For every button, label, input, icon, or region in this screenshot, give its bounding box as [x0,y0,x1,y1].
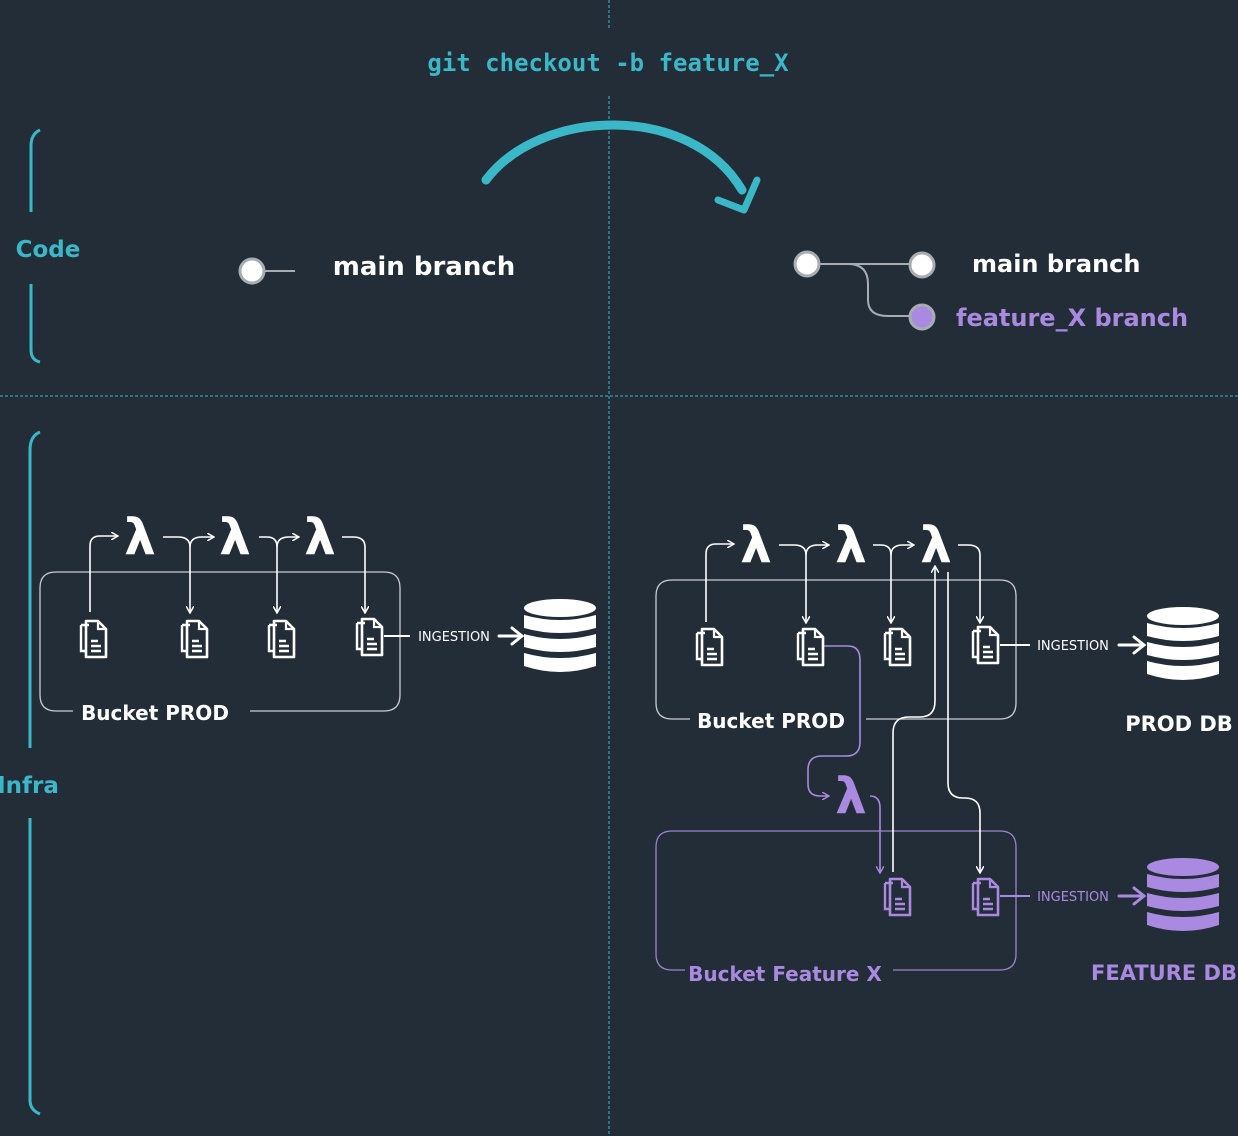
ingestion-label: INGESTION [1037,639,1109,654]
bucket-feature-border [655,830,1017,971]
database-icon [1147,858,1219,931]
database-icon [1147,607,1219,680]
lambda-icon: λ [219,508,251,566]
feature-file-stack-icon [883,877,912,917]
code-bracket [29,128,41,364]
database-icon [524,599,596,672]
file-stack-icon [267,619,296,659]
bucket-prod-border [655,579,1017,720]
file-stack-icon [79,619,108,659]
feature-branch-label: feature_X branch [956,304,1188,332]
ingestion-label: INGESTION [1037,890,1109,905]
commit-node [793,250,821,278]
infra-bracket [28,430,41,1116]
bucket-feature-label: Bucket Feature X [688,962,882,986]
ingestion-label: INGESTION [418,630,490,645]
main-branch-node [908,251,936,279]
lambda-icon: λ [835,516,867,574]
file-stack-icon [180,619,209,659]
file-stack-icon [796,627,825,667]
lambda-icon: λ [124,508,156,566]
lambda-icon: λ [920,516,952,574]
feature-lambda-icon: λ [835,767,867,825]
code-label: Code [16,237,81,263]
commit-node [238,257,266,285]
main-branch-label: main branch [333,252,516,282]
bucket-prod-label: Bucket PROD [81,701,229,725]
lambda-icon: λ [304,508,336,566]
ingestion-arrow [497,626,525,646]
ingestion-arrow [1117,886,1147,906]
lambda-icon: λ [740,516,772,574]
file-stack-icon [695,627,724,667]
right-main-branch-label: main branch [972,250,1140,278]
git-command: git checkout -b feature_X [427,49,789,77]
left-infra: Bucket PROD λ λ λ INGESTION [39,508,596,725]
file-stack-icon [355,617,384,657]
prod-db-label: PROD DB [1125,712,1233,736]
curved-arrow-icon [481,120,761,214]
file-stack-icon [883,627,912,667]
infra-label: Infra [0,773,59,799]
feature-db-label: FEATURE DB [1091,961,1237,985]
feature-branch-node [908,303,936,331]
bucket-prod-label: Bucket PROD [697,709,845,733]
ingestion-arrow [1117,635,1147,655]
file-stack-icon [971,625,1000,665]
feature-file-stack-icon [971,877,1000,917]
right-infra: Bucket PROD Bucket Feature X λ λ λ λ [655,516,1237,986]
bucket-prod-border [39,571,401,712]
